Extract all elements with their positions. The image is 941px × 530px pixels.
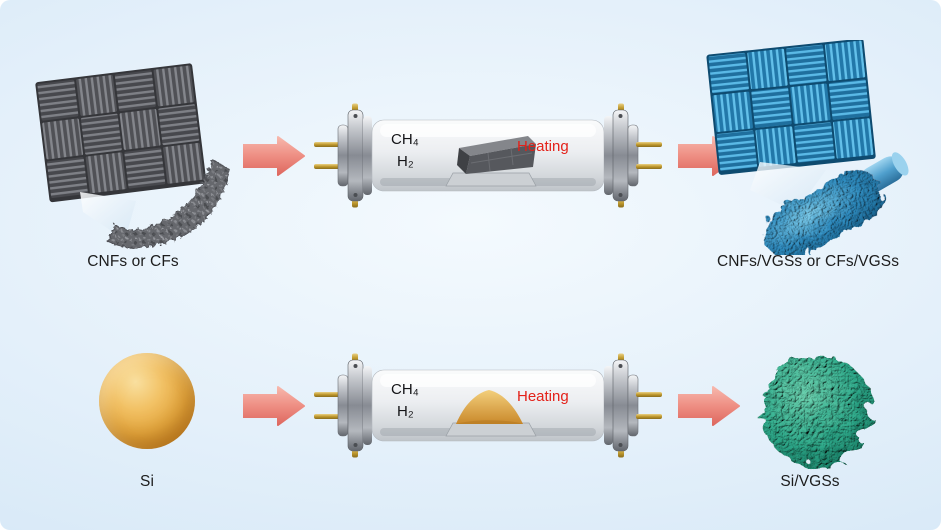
gas-label-ch4: CH₄ (391, 131, 419, 148)
tube-furnace-row1: CH₄ H₂ Heating (312, 103, 664, 211)
woven-carbon-fabric-swatch (35, 63, 207, 203)
electrode-pin (314, 142, 340, 147)
si-vgs-ball-illustration (740, 334, 882, 476)
heating-label: Heating (517, 138, 569, 155)
electrode-pin (636, 142, 662, 147)
cnf-cf-material-illustration (28, 46, 233, 254)
right-flange (612, 109, 629, 202)
left-flange (347, 109, 364, 202)
cnf-vgs-product-illustration (700, 38, 915, 259)
carbon-substrate-sample (457, 136, 536, 174)
left-flange (347, 359, 364, 452)
electrode-pin (636, 414, 662, 419)
electrode-pin (314, 414, 340, 419)
process-arrow-icon (243, 386, 305, 426)
tube-furnace-illustration (314, 103, 662, 208)
silicon-powder-sample (456, 390, 523, 424)
gas-label-h2: H₂ (397, 403, 414, 420)
tube-furnace-row2: CH₄ H₂ Heating (312, 353, 664, 461)
gas-label-ch4: CH₄ (391, 381, 419, 398)
process-arrow-icon (243, 136, 305, 176)
electrode-pin (314, 164, 340, 169)
input-label-row2: Si (140, 473, 154, 490)
electrode-pin (636, 164, 662, 169)
input-label-row1: CNFs or CFs (87, 253, 179, 270)
tube-furnace-illustration (314, 353, 662, 458)
zoom-funnel-shape (750, 162, 826, 212)
electrode-pin (636, 392, 662, 397)
carbon-fiber-strand (105, 157, 229, 247)
heating-label: Heating (517, 388, 569, 405)
sample-boat (445, 422, 537, 437)
sample-boat (445, 172, 537, 187)
vgs-coated-fiber (758, 152, 909, 259)
electrode-pin (314, 392, 340, 397)
output-label-row2: Si/VGSs (780, 473, 840, 490)
gas-label-h2: H₂ (397, 153, 414, 170)
right-flange (612, 359, 629, 452)
output-label-row1: CNFs/VGSs or CFs/VGSs (716, 253, 900, 270)
silicon-sphere-illustration (99, 353, 195, 449)
vgs-flower-ball (755, 349, 867, 461)
vgs-coated-fabric-swatch (706, 38, 876, 175)
process-arrow-icon (678, 386, 740, 426)
